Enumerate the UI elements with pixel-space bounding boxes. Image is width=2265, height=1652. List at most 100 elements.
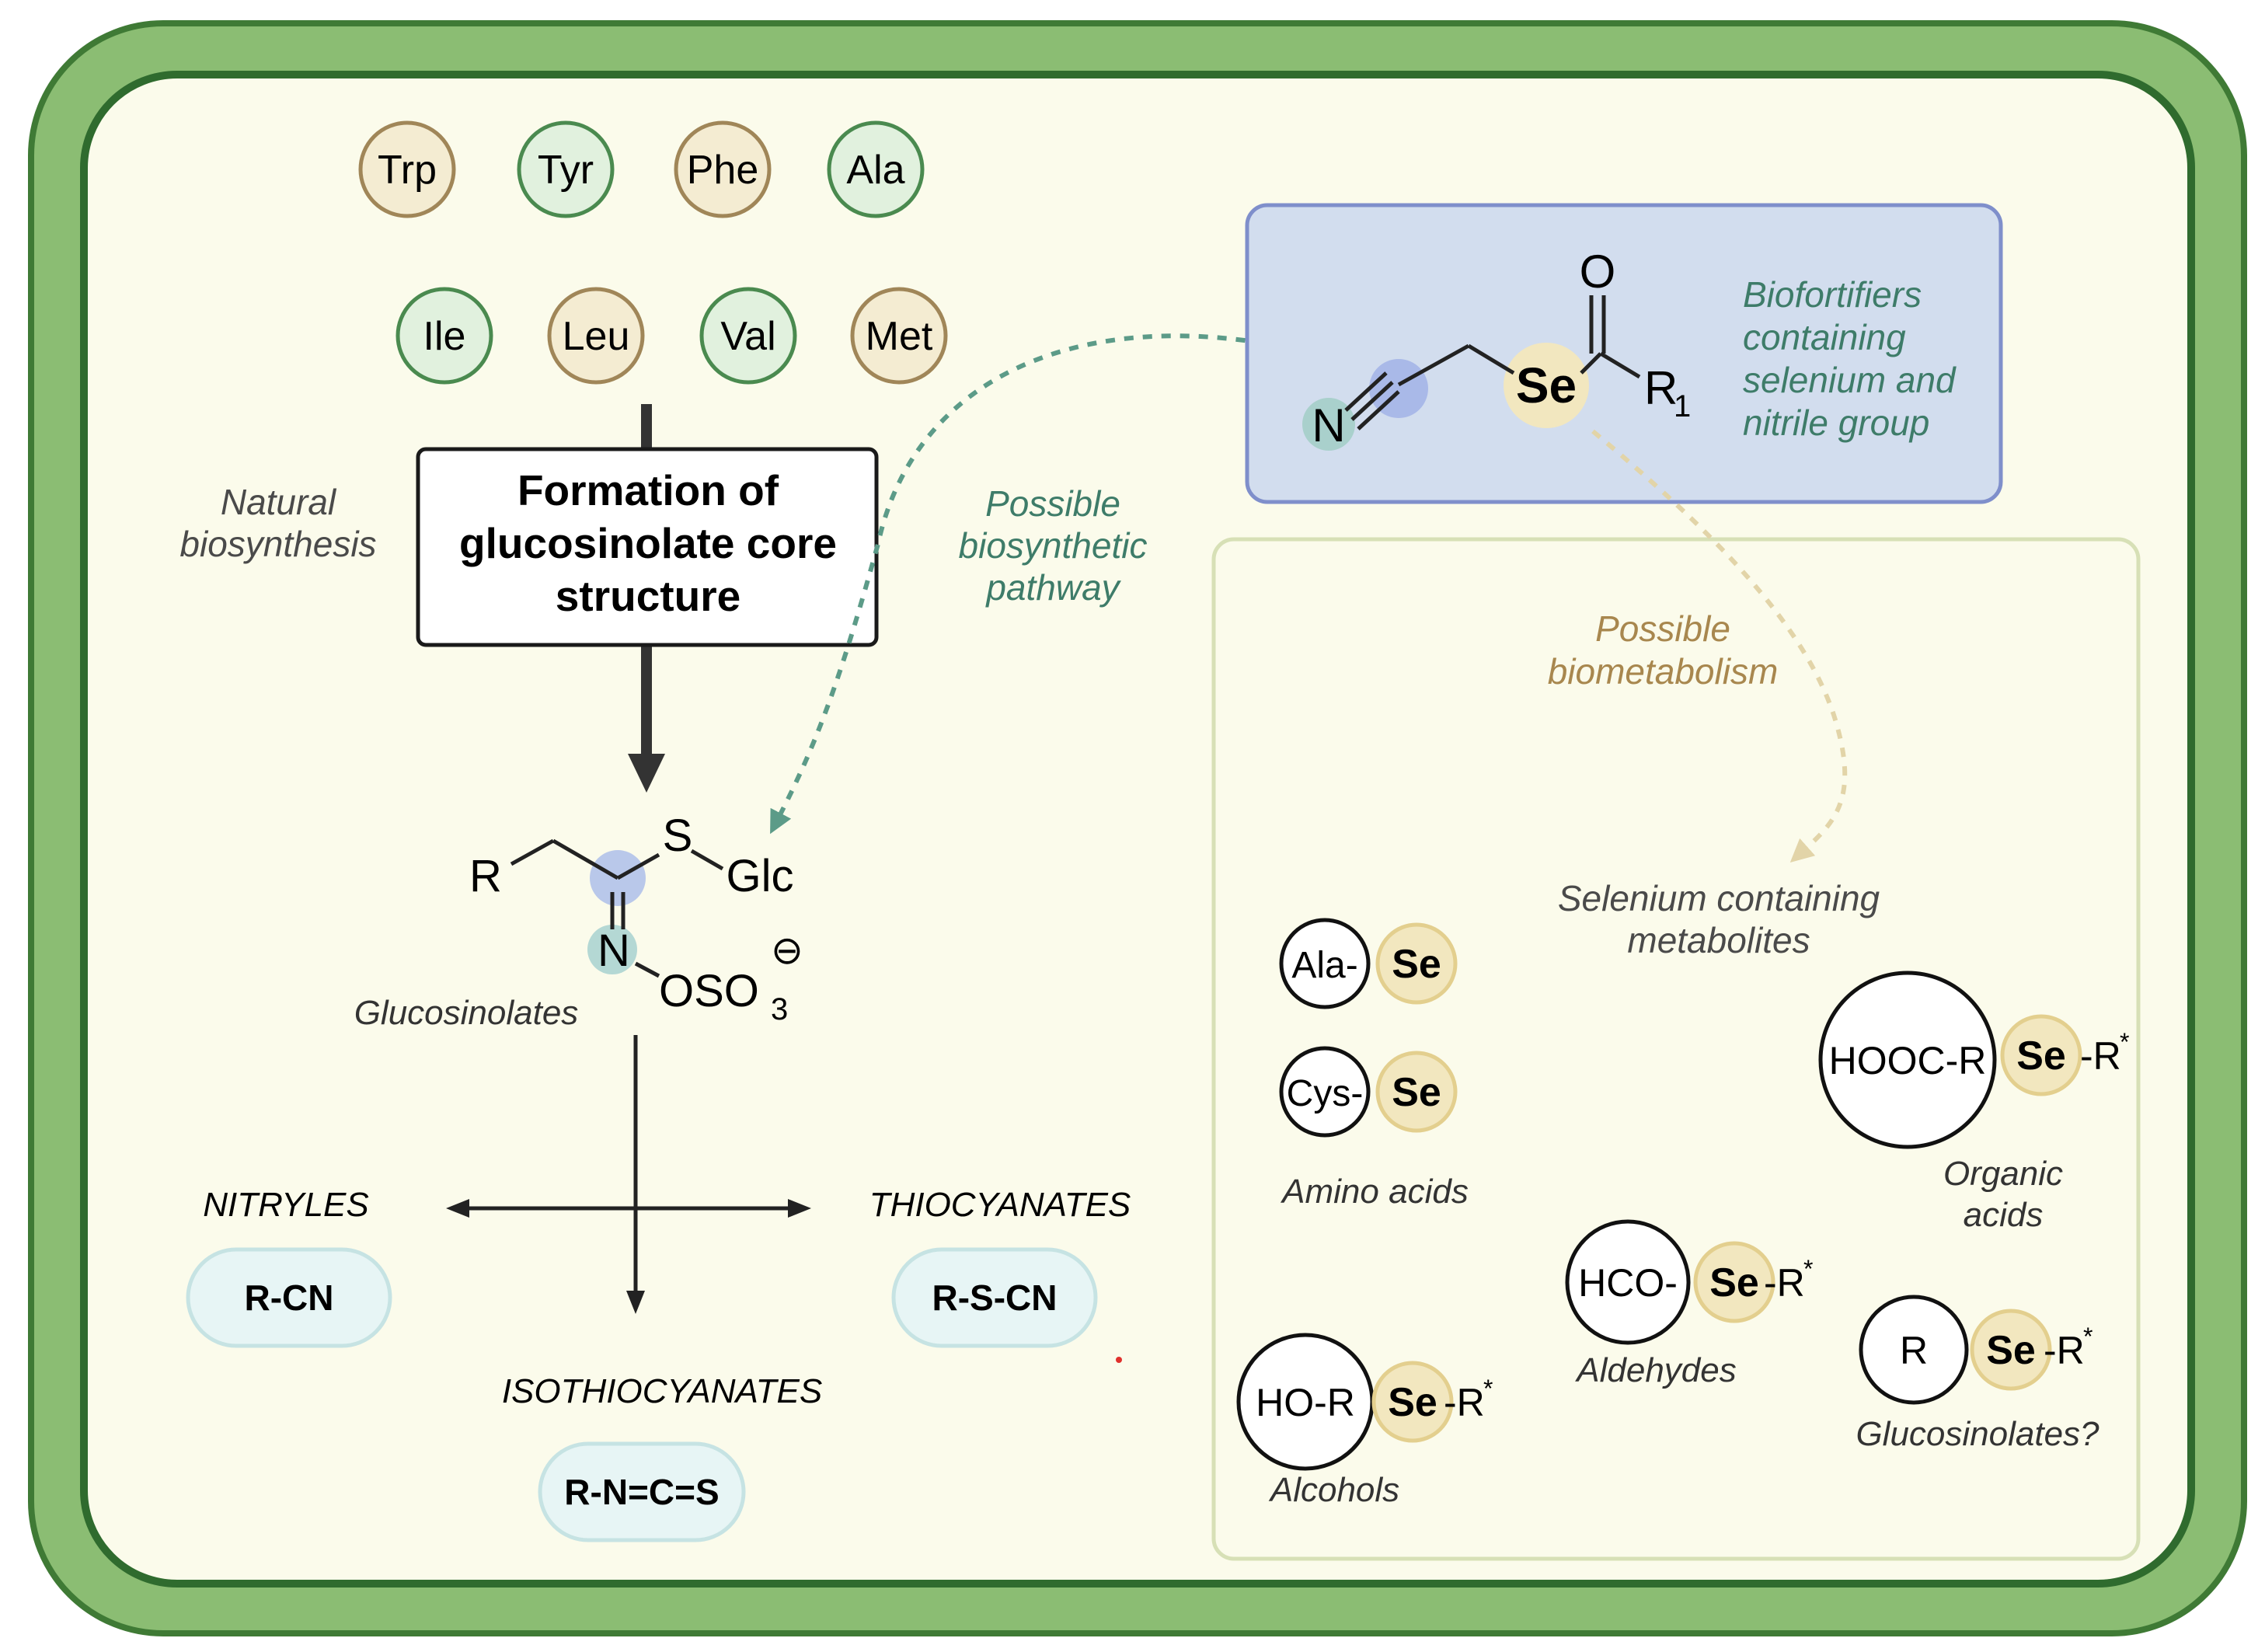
triple-bond-1 xyxy=(1350,381,1394,421)
ala-prefix: Ala- xyxy=(1291,945,1357,986)
bond-r-ch2 xyxy=(510,838,555,866)
biofortifier-r-sub: 1 xyxy=(1674,389,1691,423)
hor-prefix: HO-R xyxy=(1256,1381,1355,1424)
hooc-star: * xyxy=(2120,1028,2129,1056)
hor-suffix: -R xyxy=(1444,1381,1485,1424)
hooc-suffix: -R xyxy=(2080,1034,2121,1078)
nitrogen-highlight xyxy=(587,925,637,974)
hor-star: * xyxy=(1483,1375,1493,1403)
biometabolism-label-1: Possible xyxy=(1595,608,1730,649)
amino-acid-label-met: Met xyxy=(866,314,933,359)
possible-pathway-label-1: Possible xyxy=(985,483,1120,524)
hco-suffix: -R xyxy=(1764,1261,1805,1305)
bond-n-o xyxy=(634,961,660,978)
amino-acid-badge-val xyxy=(699,287,797,385)
biometabolism-arrow xyxy=(1591,429,1848,863)
amino-acid-badge-phe xyxy=(674,120,772,218)
hco-se-circle xyxy=(1693,1241,1775,1323)
hco-circle xyxy=(1565,1219,1691,1345)
hor-se: Se xyxy=(1388,1380,1437,1425)
r-circle xyxy=(1859,1295,1969,1405)
selenium-metabolites-label-2: metabolites xyxy=(1627,920,1810,960)
selenium-metabolites-label-1: Selenium containing xyxy=(1558,878,1880,918)
hco-star: * xyxy=(1803,1255,1813,1283)
biofortifier-label-4: nitrile group xyxy=(1743,403,1929,443)
biometabolism-label-2: biometabolism xyxy=(1548,651,1779,692)
alcohols-caption: Alcohols xyxy=(1268,1471,1399,1509)
biofortifier-label-3: selenium and xyxy=(1743,360,1957,400)
nitriles-title: NITRYLES xyxy=(203,1186,369,1224)
bond-ch2-c xyxy=(552,838,619,880)
r-se-metabolite: R Se -R * xyxy=(1859,1295,2093,1405)
isothiocyanates-formula: R-N=C=S xyxy=(564,1472,719,1512)
cys-se-circle xyxy=(1375,1051,1458,1133)
red-dot xyxy=(1116,1357,1122,1363)
bond-c-r1 xyxy=(1599,351,1641,379)
gluco-oso-sub: 3 xyxy=(771,992,788,1026)
r-star: * xyxy=(2083,1323,2093,1351)
amino-acid-label-tyr: Tyr xyxy=(538,148,594,193)
amino-acid-label-leu: Leu xyxy=(563,314,630,359)
hooc-se-circle xyxy=(2000,1014,2082,1096)
amino-acid-label-ala: Ala xyxy=(846,148,904,193)
cys-prefix: Cys- xyxy=(1287,1073,1364,1114)
cys-se-metabolite: Cys- Se xyxy=(1279,1046,1458,1138)
amino-acid-badge-tyr xyxy=(517,120,615,218)
biofortifier-label-2: containing xyxy=(1743,317,1906,357)
gluco-glc: Glc xyxy=(727,851,794,901)
hco-se: Se xyxy=(1709,1260,1759,1305)
bond-se-c xyxy=(1580,352,1602,375)
organic-acids-caption-1: Organic xyxy=(1943,1155,2063,1193)
hooc-prefix: HOOC-R xyxy=(1829,1039,1987,1082)
biofortifier-structure: N Se O R 1 xyxy=(1302,246,1691,451)
possible-pathway-label-3: pathway xyxy=(984,567,1121,608)
cys-circle xyxy=(1279,1046,1371,1138)
glucosinolates-caption: Glucosinolates xyxy=(354,994,579,1032)
triple-bond-3 xyxy=(1357,390,1400,430)
biosynthesis-arrowhead xyxy=(628,754,665,793)
hooc-se: Se xyxy=(2016,1033,2066,1079)
hco-se-metabolite: HCO- Se -R * xyxy=(1565,1219,1813,1345)
r-se-circle xyxy=(1970,1309,2052,1391)
biofortifier-n: N xyxy=(1312,399,1345,451)
amino-acids-caption: Amino acids xyxy=(1280,1173,1469,1211)
amino-acid-badge-trp xyxy=(358,120,456,218)
glucosinolates-question-caption: Glucosinolates? xyxy=(1856,1415,2099,1453)
hooc-se-metabolite: HOOC-R Se -R * xyxy=(1818,971,2129,1149)
amino-acid-label-val: Val xyxy=(720,314,775,359)
core-box-line-3: structure xyxy=(556,572,740,620)
r-prefix: R xyxy=(1900,1329,1928,1372)
nitriles-formula: R-CN xyxy=(245,1277,334,1318)
hco-prefix: HCO- xyxy=(1578,1261,1678,1305)
amino-acid-label-trp: Trp xyxy=(378,148,437,193)
bond-ch2-se xyxy=(1467,343,1515,375)
thiocyanates-pill xyxy=(891,1247,1098,1348)
gluco-charge: ⊖ xyxy=(771,929,803,972)
hor-se-circle xyxy=(1371,1361,1454,1443)
bond-c-s xyxy=(616,852,660,880)
isothiocyanates-title: ISOTHIOCYANATES xyxy=(502,1372,822,1410)
r-se: Se xyxy=(1986,1328,2036,1373)
isothiocyanates-pill xyxy=(538,1441,746,1542)
amino-acid-badge-leu xyxy=(547,287,645,385)
aldehydes-caption: Aldehydes xyxy=(1574,1351,1736,1389)
ala-circle xyxy=(1279,918,1371,1009)
nitriles-pill xyxy=(186,1247,392,1348)
organic-acids-caption-2: acids xyxy=(1964,1196,2044,1234)
possible-pathway-label-2: biosynthetic xyxy=(959,525,1148,566)
biofortifier-o: O xyxy=(1580,246,1616,298)
core-box-line-1: Formation of xyxy=(517,466,779,514)
natural-biosynthesis-label-2: biosynthesis xyxy=(179,524,376,564)
hooc-circle xyxy=(1818,971,1997,1149)
amino-acid-label-phe: Phe xyxy=(687,148,759,193)
amino-acid-label-ile: Ile xyxy=(423,314,466,359)
ala-se: Se xyxy=(1392,942,1441,987)
glucosinolate-structure: R S Glc N OSO 3 ⊖ xyxy=(469,810,803,1026)
amino-acid-badge-met xyxy=(850,287,948,385)
thiocyanates-title: THIOCYANATES xyxy=(869,1186,1131,1224)
core-box-line-2: glucosinolate core xyxy=(459,519,837,567)
natural-biosynthesis-label-1: Natural xyxy=(221,482,337,522)
gluco-s: S xyxy=(663,810,693,861)
